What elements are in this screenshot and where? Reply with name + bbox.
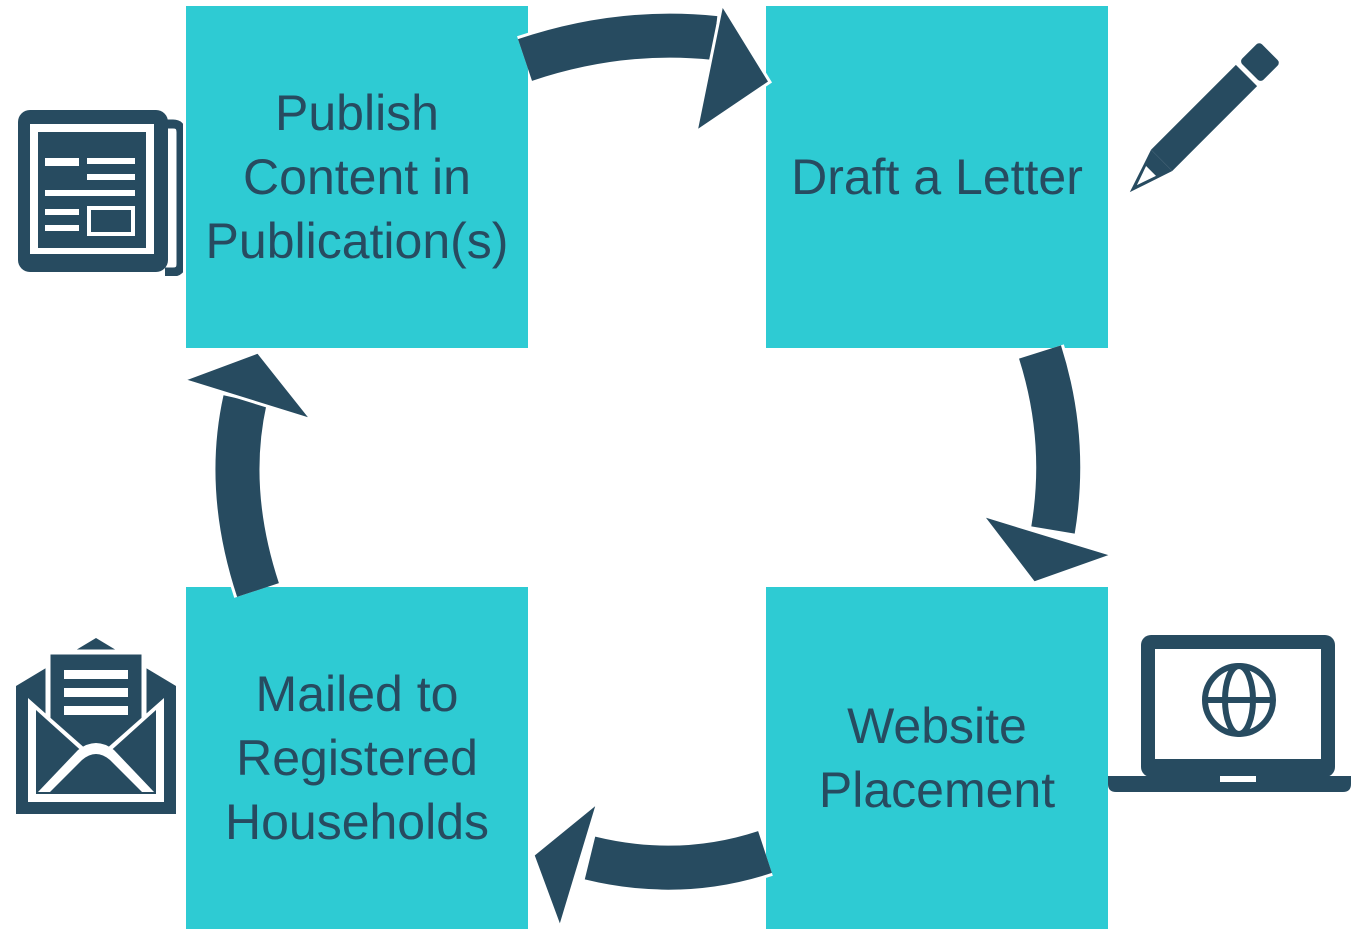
step-draft-letter: Draft a Letter [766, 6, 1108, 348]
step-draft-letter-label: Draft a Letter [791, 149, 1083, 205]
step-mailed-households-label: Mailed to Registered Households [224, 666, 490, 850]
pencil-icon [1129, 43, 1279, 193]
step-website-placement-label: Website Placement [818, 698, 1056, 818]
arrow-mailed-to-publish [178, 350, 317, 598]
envelope-letter-icon [16, 638, 176, 814]
laptop-globe-icon [1108, 635, 1351, 792]
step-publish-content-label: Publish Content in Publication(s) [205, 85, 509, 269]
step-website-placement: Website Placement [766, 587, 1108, 929]
arrow-draft-to-website [977, 344, 1118, 585]
arrow-website-to-mailed [531, 797, 773, 928]
arrow-publish-to-draft [517, 0, 773, 136]
step-publish-content: Publish Content in Publication(s) [186, 6, 528, 348]
newspaper-icon [18, 110, 183, 276]
step-mailed-households: Mailed to Registered Households [186, 587, 528, 929]
